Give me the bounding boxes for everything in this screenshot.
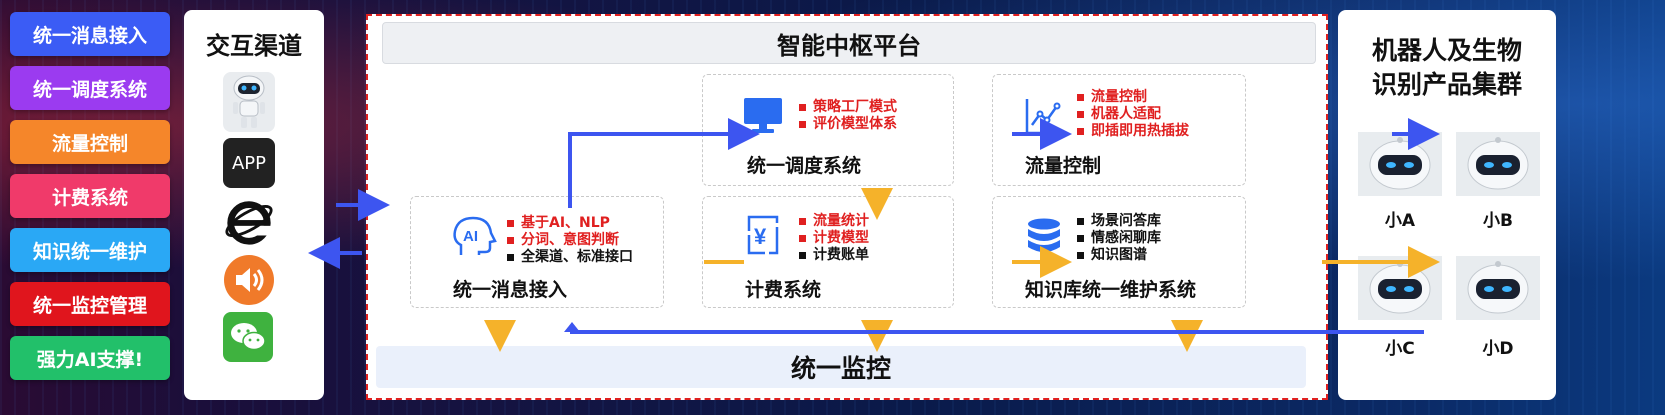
bullet-marker (1077, 128, 1084, 135)
bullet-marker (799, 252, 806, 259)
bullet-text: 场景问答库 (1091, 213, 1161, 229)
knowledge-title: 知识库统一维护系统 (1025, 279, 1197, 301)
feature-button-flow[interactable]: 流量控制 (10, 120, 170, 164)
robot-cluster-panel: 机器人及生物 识别产品集群 小A 小B 小C 小D (1338, 10, 1556, 400)
bullet-item: 流量统计 (799, 213, 869, 230)
feature-button-monitor[interactable]: 统一监控管理 (10, 282, 170, 326)
bullet-marker (1077, 218, 1084, 225)
robot-icon[interactable] (223, 72, 275, 132)
bullet-text: 机器人适配 (1091, 106, 1161, 122)
arrow-message-to-dispatch (568, 118, 760, 208)
bullet-marker (1077, 94, 1084, 101)
bullet-text: 知识图谱 (1091, 247, 1147, 263)
bullet-item: 策略工厂模式 (799, 99, 897, 116)
robot-head-icon (1467, 261, 1529, 314)
bullet-marker (507, 254, 514, 261)
bullet-item: 全渠道、标准接口 (507, 249, 633, 266)
message-title: 统一消息接入 (453, 279, 568, 301)
bullet-marker (507, 237, 514, 244)
dispatch-features: 策略工厂模式评价模型体系 (799, 99, 897, 133)
bullet-text: 流量控制 (1091, 89, 1147, 105)
robot-b-image[interactable] (1456, 132, 1540, 196)
bullet-text: 情感闲聊库 (1091, 230, 1161, 246)
bullet-marker (1077, 235, 1084, 242)
billing-icon: ¥ (747, 215, 779, 255)
app-label: APP (231, 152, 267, 174)
bullet-marker (1077, 111, 1084, 118)
bullet-text: 即插即用热插拔 (1091, 123, 1189, 139)
ai-head-icon: AI (453, 216, 497, 255)
robot-d-image[interactable] (1456, 256, 1540, 320)
bullet-item: 机器人适配 (1077, 106, 1189, 123)
robot-head-icon (1369, 137, 1431, 190)
bullet-item: 评价模型体系 (799, 116, 897, 133)
billing-features: 流量统计计费模型计费账单 (799, 213, 869, 264)
bullet-text: 全渠道、标准接口 (521, 249, 633, 265)
bullet-item: 基于AI、NLP (507, 215, 633, 232)
feature-button-knowledge[interactable]: 知识统一维护 (10, 228, 170, 272)
robot-a-label: 小A (1384, 211, 1416, 231)
robot-c-label: 小C (1385, 339, 1415, 359)
bullet-text: 分词、意图判断 (521, 232, 619, 248)
robot-head-icon (1467, 137, 1529, 190)
knowledge-box[interactable]: 场景问答库情感闲聊库知识图谱 知识库统一维护系统 (992, 196, 1246, 308)
arrow-cluster-feedback-head (564, 322, 580, 332)
billing-title: 计费系统 (745, 279, 822, 301)
flow-features: 流量控制机器人适配即插即用热插拔 (1077, 89, 1189, 140)
bullet-text: 评价模型体系 (813, 116, 897, 132)
arrow-cluster-feedback-line (570, 328, 1424, 334)
wechat-icon[interactable] (223, 312, 273, 362)
bullet-marker (799, 235, 806, 242)
platform-title: 智能中枢平台 (382, 22, 1316, 64)
flow-title: 流量控制 (1025, 155, 1102, 177)
ai-icon-text: AI (463, 228, 478, 245)
feature-button-message[interactable]: 统一消息接入 (10, 12, 170, 56)
bullet-marker (1077, 252, 1084, 259)
bullet-marker (507, 220, 514, 227)
robot-b-label: 小B (1483, 211, 1513, 231)
bullet-marker (799, 104, 806, 111)
cluster-title-line1: 机器人及生物 (1371, 36, 1522, 65)
feature-button-ai[interactable]: 强力AI支撑! (10, 336, 170, 380)
bullet-text: 计费账单 (813, 247, 869, 263)
bullet-text: 计费模型 (813, 230, 869, 246)
robot-a-image[interactable] (1358, 132, 1442, 196)
bullet-item: 流量控制 (1077, 89, 1189, 106)
bullet-item: 即插即用热插拔 (1077, 123, 1189, 140)
cluster-title: 机器人及生物 识别产品集群 (1338, 34, 1556, 102)
bullet-text: 策略工厂模式 (813, 99, 897, 115)
bullet-item: 情感闲聊库 (1077, 230, 1161, 247)
bullet-item: 场景问答库 (1077, 213, 1161, 230)
yen-icon-text: ¥ (754, 224, 767, 249)
robot-d-label: 小D (1482, 339, 1514, 359)
ie-browser-icon[interactable] (223, 196, 275, 248)
bullet-text: 流量统计 (813, 213, 869, 229)
bullet-item: 计费模型 (799, 230, 869, 247)
speaker-icon[interactable] (223, 254, 275, 306)
bullet-marker (799, 218, 806, 225)
billing-box[interactable]: ¥ 流量统计计费模型计费账单 计费系统 (702, 196, 954, 308)
knowledge-features: 场景问答库情感闲聊库知识图谱 (1077, 213, 1161, 264)
monitor-bar: 统一监控 (376, 346, 1306, 388)
bullet-item: 知识图谱 (1077, 247, 1161, 264)
channels-title: 交互渠道 (206, 32, 302, 60)
platform-panel: 智能中枢平台 策略工厂模式评价模型体系 统一调度系统 流量控制机器人适配即插即用… (366, 14, 1328, 400)
dispatch-title: 统一调度系统 (747, 155, 862, 177)
bullet-item: 分词、意图判断 (507, 232, 633, 249)
bullet-text: 基于AI、NLP (521, 215, 610, 231)
bullet-item: 计费账单 (799, 247, 869, 264)
bullet-marker (799, 121, 806, 128)
cluster-title-line2: 识别产品集群 (1371, 70, 1522, 99)
feature-button-billing[interactable]: 计费系统 (10, 174, 170, 218)
feature-button-dispatch[interactable]: 统一调度系统 (10, 66, 170, 110)
channels-panel: 交互渠道 APP (184, 10, 324, 400)
app-icon[interactable]: APP (223, 138, 275, 188)
